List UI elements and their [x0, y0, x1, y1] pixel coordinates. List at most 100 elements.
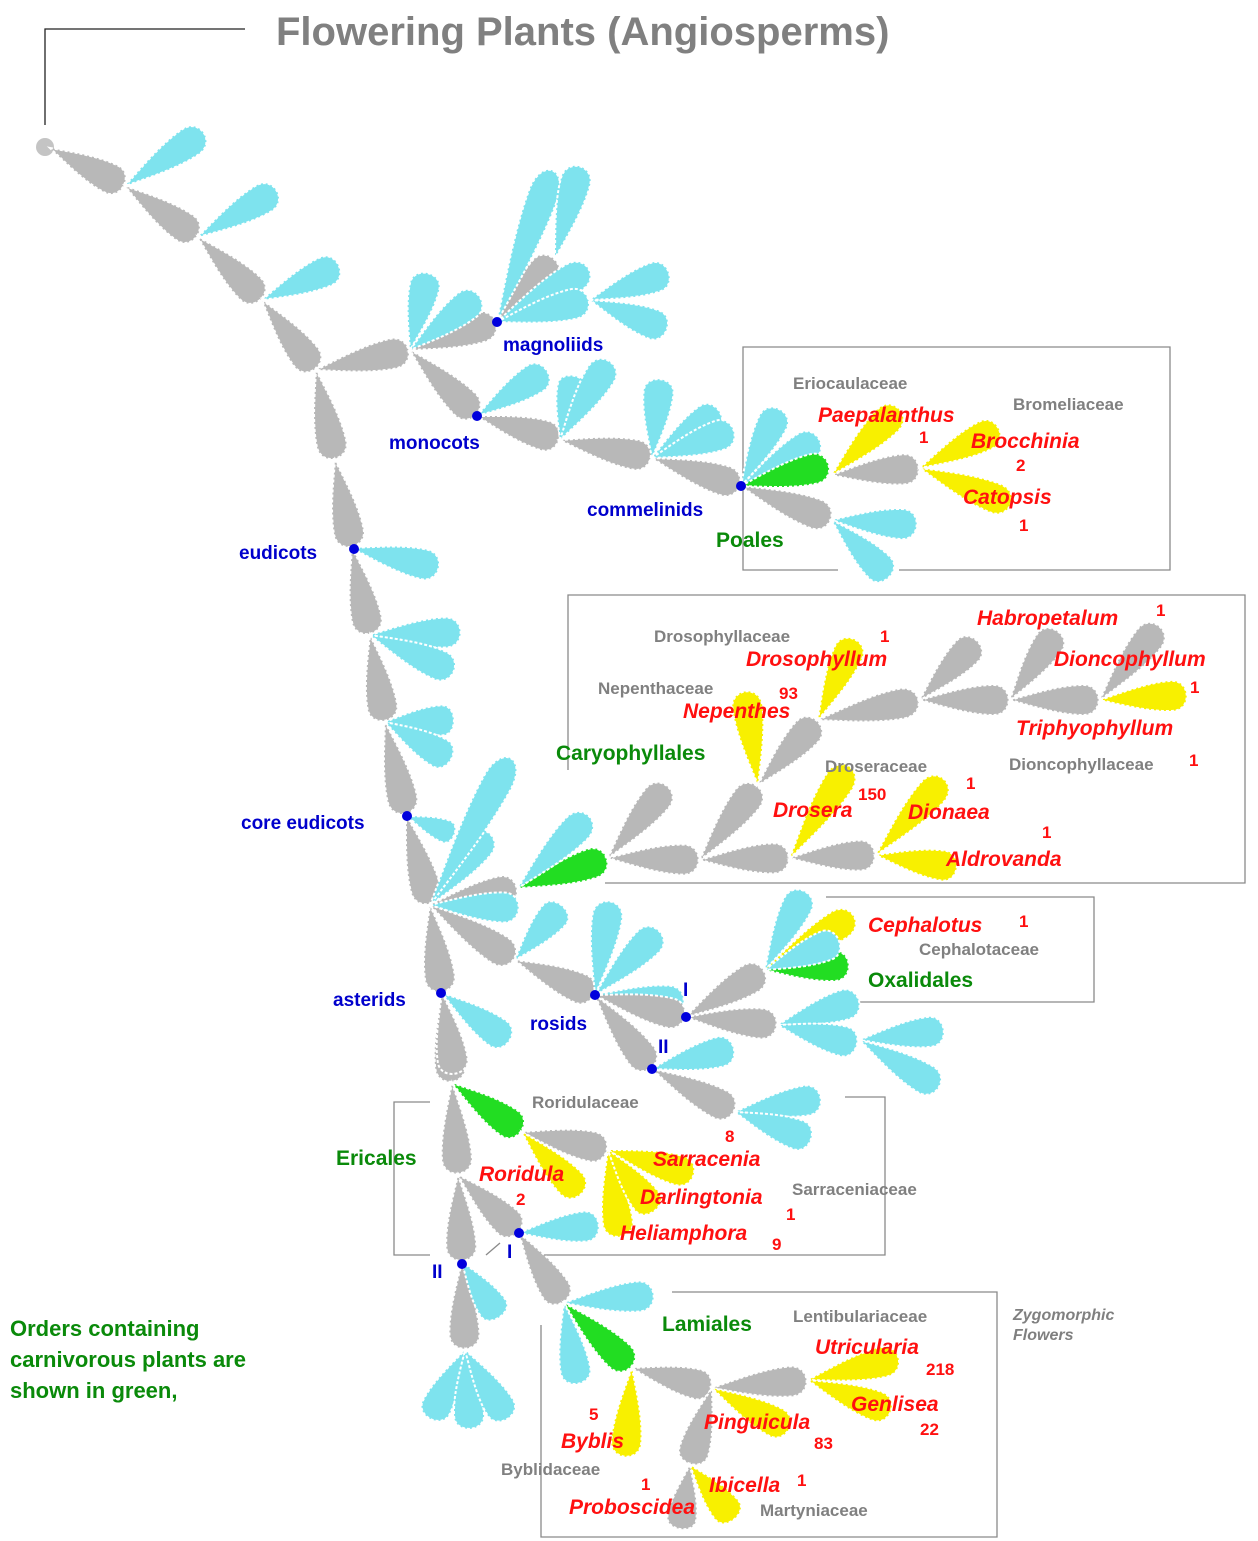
count-proboscidea: 1 [641, 1475, 650, 1494]
order-label-caryophyllales: Caryophyllales [556, 742, 705, 765]
count-catopsis: 1 [1019, 516, 1028, 535]
genus-label-habropetalum: Habropetalum [977, 607, 1118, 630]
family-label-droseraceae: Droseraceae [825, 757, 927, 776]
family-label-byblidaceae: Byblidaceae [501, 1460, 600, 1479]
root-node [36, 138, 54, 156]
diagram-title: Flowering Plants (Angiosperms) [276, 10, 889, 54]
gray-petal [628, 1353, 714, 1402]
cyan-petal [518, 1210, 601, 1248]
rosids-I-node [681, 1012, 691, 1022]
family-label-martyniaceae: Martyniaceae [760, 1501, 868, 1520]
count-roridula: 2 [516, 1190, 525, 1209]
clade-label-rosids-II: II [658, 1037, 669, 1058]
family-label-dioncophyllaceae: Dioncophyllaceae [1009, 755, 1154, 774]
rosids-II-node [647, 1064, 657, 1074]
genus-label-heliamphora: Heliamphora [620, 1222, 748, 1245]
count-darlingtonia: 1 [786, 1205, 795, 1224]
count-brocchinia: 2 [1016, 456, 1025, 475]
gray-petal [313, 336, 412, 385]
asterids-node [436, 988, 446, 998]
genus-label-roridula: Roridula [479, 1163, 564, 1186]
gray-petal [557, 425, 653, 472]
clade-label-asterids: asterids [333, 990, 406, 1011]
genus-label-brocchinia: Brocchinia [971, 430, 1080, 453]
genus-label-proboscidea: Proboscidea [569, 1496, 695, 1519]
count-paepalanthus: 1 [919, 428, 928, 447]
eudicots-node [349, 544, 359, 554]
genus-label-nepenthes: Nepenthes [683, 700, 790, 723]
count-ibicella: 1 [797, 1471, 806, 1490]
clade-label-asterids-I: I [507, 1242, 512, 1263]
genus-label-drosera: Drosera [773, 799, 853, 822]
ericales-tick [486, 1243, 500, 1255]
genus-label-ibicella: Ibicella [709, 1474, 781, 1497]
genus-label-darlingtonia: Darlingtonia [640, 1186, 763, 1209]
gray-petal [320, 457, 366, 549]
clade-label-magnoliids: magnoliids [503, 335, 603, 356]
count-byblis: 5 [589, 1405, 598, 1424]
family-label-drosophyllaceae: Drosophyllaceae [654, 627, 790, 646]
clade-label-asterids-II: II [432, 1262, 443, 1283]
family-label-lentibulariaceae: Lentibulariaceae [793, 1307, 927, 1326]
family-label-cephalotaceae: Cephalotaceae [919, 940, 1039, 959]
genus-label-utricularia: Utricularia [815, 1336, 919, 1359]
note-line-1: Orders containing [10, 1316, 199, 1341]
note-line-3: shown in green, [10, 1378, 177, 1403]
genus-label-catopsis: Catopsis [963, 486, 1052, 509]
order-label-poales: Poales [716, 529, 784, 552]
genus-label-dioncophyllum: Dioncophyllum [1054, 648, 1206, 671]
order-label-ericales: Ericales [336, 1147, 417, 1170]
commelinids-node [736, 481, 746, 491]
count-genlisea: 22 [920, 1420, 939, 1439]
family-label-roridulaceae: Roridulaceae [532, 1093, 639, 1112]
rosids-node [590, 990, 600, 1000]
legend-note: Orders containing carnivorous plants are… [10, 1316, 246, 1403]
count-dioncophyllum: 1 [1190, 678, 1199, 697]
count-utricularia: 218 [926, 1360, 954, 1379]
count-aldrovanda: 1 [1042, 823, 1051, 842]
gray-petal [187, 226, 271, 309]
zygomorphic-line-2: Flowers [1013, 1327, 1074, 1344]
genus-label-pinguicula: Pinguicula [704, 1411, 811, 1434]
count-drosera: 150 [858, 785, 886, 804]
genus-label-aldrovanda: Aldrovanda [945, 848, 1062, 871]
cyan-petal [256, 252, 345, 314]
magnoliids-node [492, 317, 502, 327]
genus-label-byblis: Byblis [561, 1430, 624, 1453]
order-label-oxalidales: Oxalidales [868, 969, 973, 992]
note-line-2: carnivorous plants are [10, 1347, 246, 1372]
family-label-nepenthaceae: Nepenthaceae [598, 679, 713, 698]
asterids-II-node [457, 1259, 467, 1269]
clade-label-monocots: monocots [389, 433, 480, 454]
title-leader-line [45, 29, 245, 125]
count-pinguicula: 83 [814, 1434, 833, 1453]
count-nepenthes: 93 [779, 684, 798, 703]
count-triphyophyllum: 1 [1189, 751, 1198, 770]
order-label-lamiales: Lamiales [662, 1313, 752, 1336]
core-eudicots-node [402, 811, 412, 821]
ericales-box-left [394, 1102, 430, 1255]
count-habropetalum: 1 [1156, 601, 1165, 620]
clade-label-eudicots: eudicots [239, 543, 317, 564]
genus-label-sarracenia: Sarracenia [653, 1148, 761, 1171]
asterids-I-node [514, 1228, 524, 1238]
count-dionaea: 1 [966, 774, 975, 793]
monocots-node [472, 411, 482, 421]
family-label-eriocaulaceae: Eriocaulaceae [793, 374, 907, 393]
cyan-petal [117, 120, 213, 198]
clade-label-rosids: rosids [530, 1014, 587, 1035]
clade-label-core-eudicots: core eudicots [241, 813, 365, 834]
cyan-petal [190, 178, 284, 250]
count-drosophyllum: 1 [880, 627, 889, 646]
family-label-sarraceniaceae: Sarraceniaceae [792, 1180, 917, 1199]
zygomorphic-line-1: Zygomorphic [1012, 1307, 1114, 1324]
clade-label-rosids-I: I [683, 980, 688, 1001]
genus-label-drosophyllum: Drosophyllum [746, 648, 887, 671]
count-heliamphora: 9 [772, 1235, 781, 1254]
count-sarracenia: 8 [725, 1127, 734, 1146]
genus-label-triphyophyllum: Triphyophyllum [1016, 717, 1173, 740]
genus-label-paepalanthus: Paepalanthus [818, 404, 955, 427]
genus-label-cephalotus: Cephalotus [868, 914, 982, 937]
count-cephalotus: 1 [1019, 912, 1028, 931]
